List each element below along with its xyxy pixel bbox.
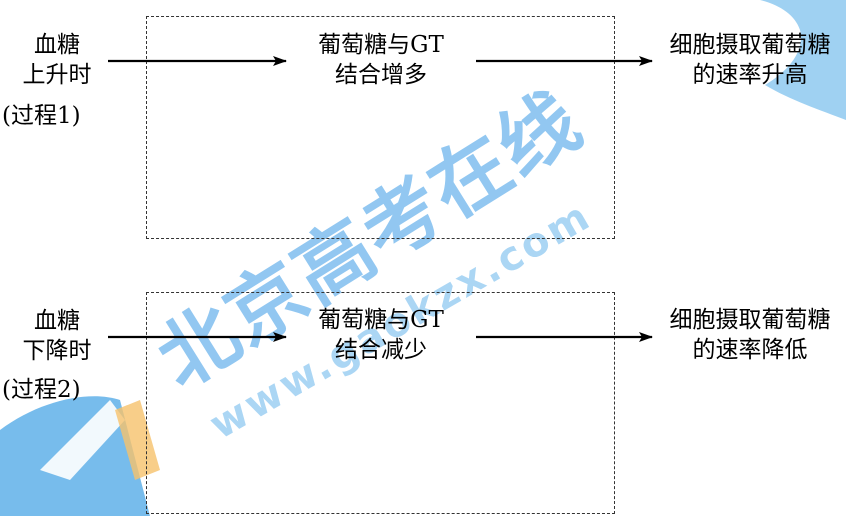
process1-middle-line2: 结合增多 <box>335 62 427 88</box>
process2-left-line2: 下降时 <box>22 338 92 364</box>
process2-right-text: 细胞摄取葡萄糖 的速率降低 <box>660 305 840 365</box>
process2-right-line1: 细胞摄取葡萄糖 <box>669 307 831 333</box>
process2-left-line1: 血糖 <box>34 308 80 334</box>
process1-left-text: 血糖 上升时 <box>12 30 102 90</box>
process2-left-text: 血糖 下降时 <box>12 306 102 366</box>
process2-right-line2: 的速率降低 <box>692 337 808 363</box>
process1-box <box>146 16 615 239</box>
process2-middle-text: 葡萄糖与GT 结合减少 <box>286 305 476 365</box>
process1-right-line2: 的速率升高 <box>692 62 808 88</box>
process2-middle-line2: 结合减少 <box>335 337 427 363</box>
process2-middle-line1: 葡萄糖与GT <box>318 307 444 333</box>
process1-right-text: 细胞摄取葡萄糖 的速率升高 <box>660 30 840 90</box>
process2-label: (过程2) <box>2 377 81 403</box>
process1-label: (过程1) <box>2 103 81 129</box>
process2-box <box>146 292 615 514</box>
process1-left-line1: 血糖 <box>34 32 80 58</box>
process1-middle-line1: 葡萄糖与GT <box>318 32 444 58</box>
process1-left-line2: 上升时 <box>22 62 92 88</box>
process1-middle-text: 葡萄糖与GT 结合增多 <box>286 30 476 90</box>
process1-right-line1: 细胞摄取葡萄糖 <box>669 32 831 58</box>
